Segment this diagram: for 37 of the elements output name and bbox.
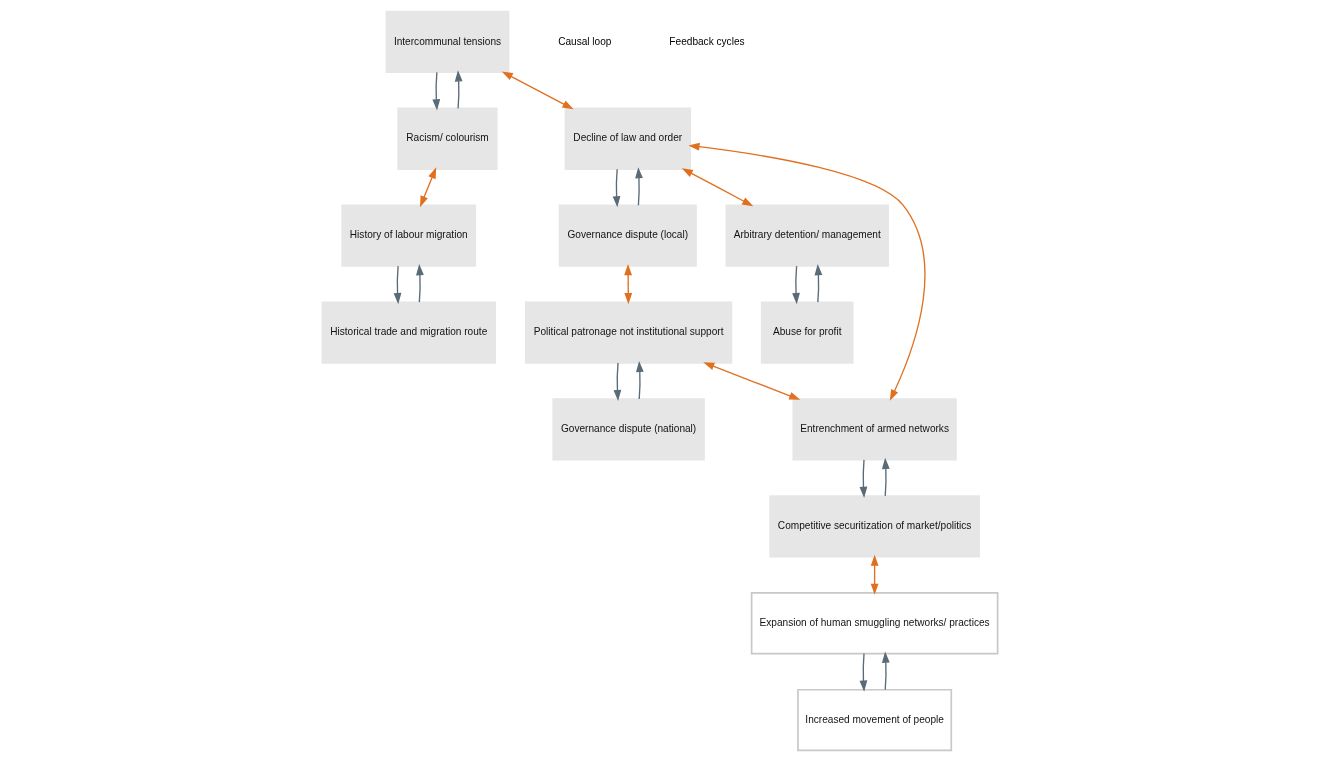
arrow — [881, 651, 890, 691]
arrow — [634, 167, 643, 206]
node-box: Arbitrary detention/ management — [725, 204, 889, 267]
arrow — [791, 265, 800, 305]
node-box: Governance dispute (national) — [551, 398, 705, 461]
arrow — [419, 167, 436, 208]
node-box: Racism/ colourism — [396, 107, 498, 170]
arrow — [501, 71, 574, 110]
arrow — [635, 360, 644, 400]
node-box: Historical trade and migration route — [321, 301, 496, 364]
arrow — [681, 168, 753, 207]
arrow — [859, 653, 867, 692]
arrow — [702, 362, 800, 400]
arrow — [870, 554, 879, 595]
legend-label: Feedback cycles — [668, 35, 745, 47]
node-box: Expansion of human smuggling networks/ practices — [750, 592, 998, 655]
node-box: History of labour migration — [340, 204, 476, 267]
node-box: Entrenchment of armed networks — [792, 398, 957, 461]
node-box: Governance dispute (local) — [558, 204, 697, 267]
arrow — [881, 457, 890, 497]
arrow — [612, 168, 620, 208]
node-box: Abuse for profit — [760, 301, 854, 364]
node-box: Decline of law and order — [564, 107, 691, 170]
node-box: Political patronage not institutional support — [524, 301, 732, 364]
node-box: Competitive securitization of market/politics — [768, 495, 980, 558]
arrow — [415, 264, 424, 303]
arrow — [623, 264, 632, 305]
arrow — [687, 142, 925, 401]
arrow — [431, 71, 440, 111]
arrow — [859, 459, 867, 498]
arrow — [814, 264, 822, 303]
node-box: Intercommunal tensions — [385, 10, 509, 74]
node-box: Increased movement of people — [796, 688, 952, 752]
arrow — [613, 362, 621, 402]
arrow — [393, 265, 401, 305]
legend-label: Causal loop — [557, 35, 611, 47]
arrow — [454, 70, 463, 110]
